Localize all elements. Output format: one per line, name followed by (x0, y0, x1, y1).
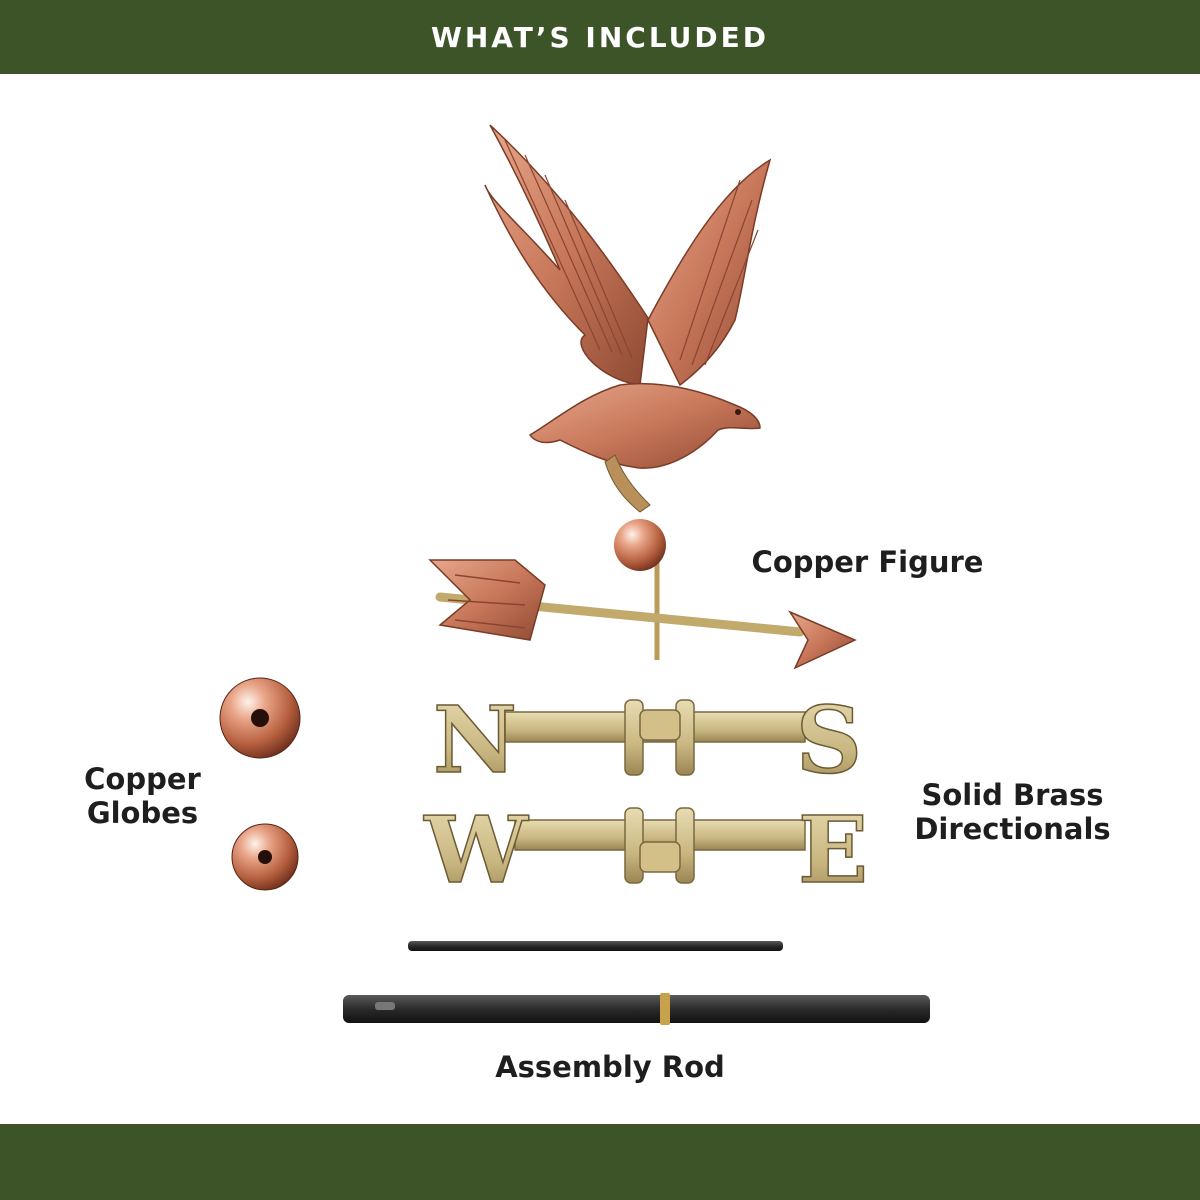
brass-directional-we-icon: W E (423, 795, 869, 905)
header-banner: WHAT’S INCLUDED (0, 0, 1200, 74)
arrow-pointer-icon (428, 559, 857, 670)
copper-globe-small-icon (231, 823, 299, 891)
assembly-rod-thin-icon (408, 941, 783, 951)
label-assembly-rod: Assembly Rod (495, 1050, 725, 1084)
label-brass-directionals: Solid Brass Directionals (914, 778, 1111, 846)
page-title: WHAT’S INCLUDED (430, 20, 770, 54)
assembly-rod-thick-icon (343, 993, 930, 1025)
copper-globe-large-icon (219, 677, 301, 759)
letter-n: N (433, 686, 517, 794)
brass-directional-ns-icon: N S (432, 685, 863, 795)
label-copper-globes: Copper Globes (84, 762, 201, 830)
label-copper-figure: Copper Figure (751, 545, 984, 579)
figure-globe-icon (614, 519, 666, 571)
letter-s: S (796, 686, 862, 794)
letter-w: W (423, 796, 529, 904)
eagle-figure-icon (484, 124, 772, 513)
letter-e: E (798, 796, 868, 904)
footer-banner (0, 1124, 1200, 1200)
